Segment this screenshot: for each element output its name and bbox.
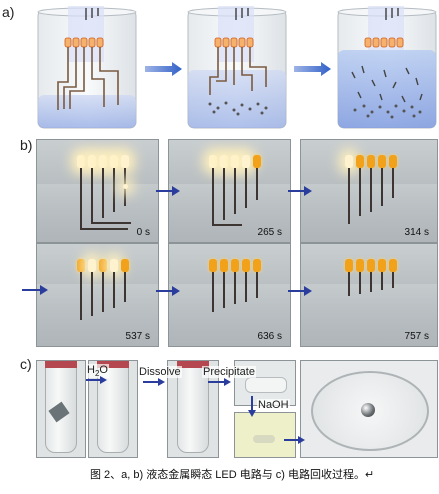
photo-petri-dish [300,360,438,458]
photo-636s: 636 s [168,243,291,347]
panel-a-label: a) [2,4,15,20]
time-label: 265 s [257,227,282,238]
label-precipitate: Precipitate [202,366,256,378]
label-dissolve: Dissolve [138,366,182,378]
time-label: 636 s [257,331,282,342]
photo-757s: 757 s [300,243,438,347]
beaker-1 [37,6,137,129]
figure-caption: 图 2、a, b) 液态金属瞬态 LED 电路与 c) 电路回收过程。↵ [90,469,375,481]
beaker-3 [337,6,437,129]
time-label: 757 s [404,331,429,342]
time-label: 314 s [404,227,429,238]
photo-314s: 314 s [300,139,438,243]
panel-b-label: b) [20,137,33,153]
photo-naoh [234,412,296,458]
arrow-a-1 [145,62,182,76]
panel-a-schematic [37,6,437,129]
photo-0s: 0 s [36,139,159,243]
time-label: 0 s [136,227,150,238]
panel-c-label: c) [20,356,32,372]
photo-265s: 265 s [168,139,291,243]
time-label: 537 s [125,331,150,342]
photo-precipitate [234,360,296,406]
label-h2o: H2O [86,364,109,379]
arrow-a-2 [294,62,331,76]
beaker-2 [187,6,287,129]
photo-vial-1 [36,360,86,458]
label-naoh: NaOH [257,399,290,411]
photo-537s: 537 s [36,243,159,347]
